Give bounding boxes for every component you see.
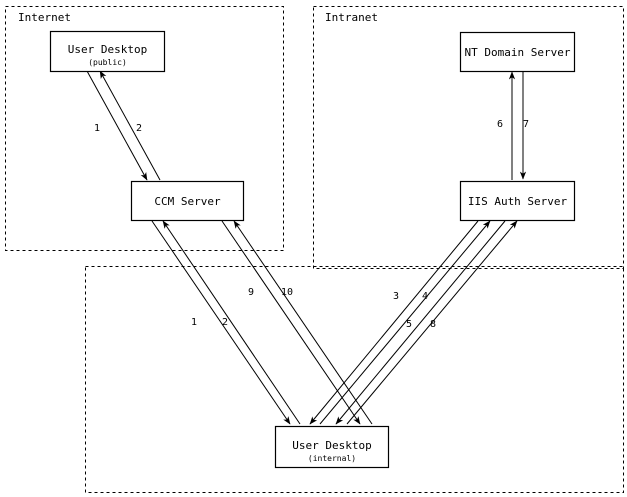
edge-flow-2 <box>99 70 161 181</box>
flow-label-7: 7 <box>523 119 529 130</box>
flow-label-5: 5 <box>406 319 412 330</box>
flow-label-10: 10 <box>281 287 293 298</box>
zone-internet: Internet <box>5 6 284 251</box>
node-ccm-server-title: CCM Server <box>154 195 221 208</box>
flow-label-9: 9 <box>248 287 254 298</box>
edge-flow-3 <box>309 220 479 425</box>
zone-internet-label: Internet <box>18 11 71 24</box>
edge-group-internal-iis-58: 5 8 <box>335 220 518 425</box>
edge-flow-2b <box>162 220 301 425</box>
edge-group-internal-ccm-910: 9 10 <box>221 220 373 425</box>
node-user-desktop-public[interactable]: User Desktop (public) <box>49 30 166 73</box>
edge-flow-5 <box>335 220 506 425</box>
edge-flow-1b <box>151 220 291 425</box>
node-iis-auth-server-box[interactable] <box>459 180 576 222</box>
node-user-desktop-internal-box[interactable] <box>274 425 390 469</box>
node-user-desktop-internal-subtitle: (internal) <box>308 454 356 463</box>
zone-intranet-label: Intranet <box>325 11 378 24</box>
flow-label-3: 3 <box>393 291 399 302</box>
node-nt-domain-server-title: NT Domain Server <box>465 46 571 59</box>
node-user-desktop-internal[interactable]: User Desktop (internal) <box>274 425 390 469</box>
zone-intranet: Intranet <box>313 6 624 269</box>
node-user-desktop-public-box[interactable] <box>49 30 166 73</box>
edge-flow-9 <box>221 220 361 425</box>
node-nt-domain-server-box[interactable] <box>459 31 576 73</box>
edge-group-internal-ccm-12: 1 2 <box>151 220 301 425</box>
flow-label-1b: 1 <box>191 317 197 328</box>
flow-label-2: 2 <box>136 123 142 134</box>
flow-label-6: 6 <box>497 119 503 130</box>
flow-label-2b: 2 <box>222 317 228 328</box>
zone-internet-border <box>5 6 284 251</box>
node-user-desktop-public-title: User Desktop <box>68 43 147 56</box>
edge-flow-4 <box>319 220 491 425</box>
edge-flow-10 <box>233 220 373 425</box>
node-ccm-server-box[interactable] <box>130 180 245 222</box>
node-iis-auth-server[interactable]: IIS Auth Server <box>459 180 576 222</box>
zone-intranet-border <box>313 6 624 269</box>
edge-group-internal-iis-34: 3 4 <box>309 220 491 425</box>
edge-group-public-ccm: 1 2 <box>86 70 161 181</box>
flow-label-8: 8 <box>430 319 436 330</box>
node-user-desktop-public-subtitle: (public) <box>88 58 127 67</box>
edge-flow-1 <box>86 70 148 181</box>
flow-label-1: 1 <box>94 123 100 134</box>
zone-internal-border <box>85 266 624 493</box>
flow-label-4: 4 <box>422 291 428 302</box>
zone-internal <box>85 266 624 493</box>
node-ccm-server[interactable]: CCM Server <box>130 180 245 222</box>
node-user-desktop-internal-title: User Desktop <box>292 439 371 452</box>
node-nt-domain-server[interactable]: NT Domain Server <box>459 31 576 73</box>
node-iis-auth-server-title: IIS Auth Server <box>468 195 568 208</box>
edge-flow-8 <box>346 220 518 425</box>
edge-group-iis-ntdomain: 6 7 <box>497 71 529 180</box>
